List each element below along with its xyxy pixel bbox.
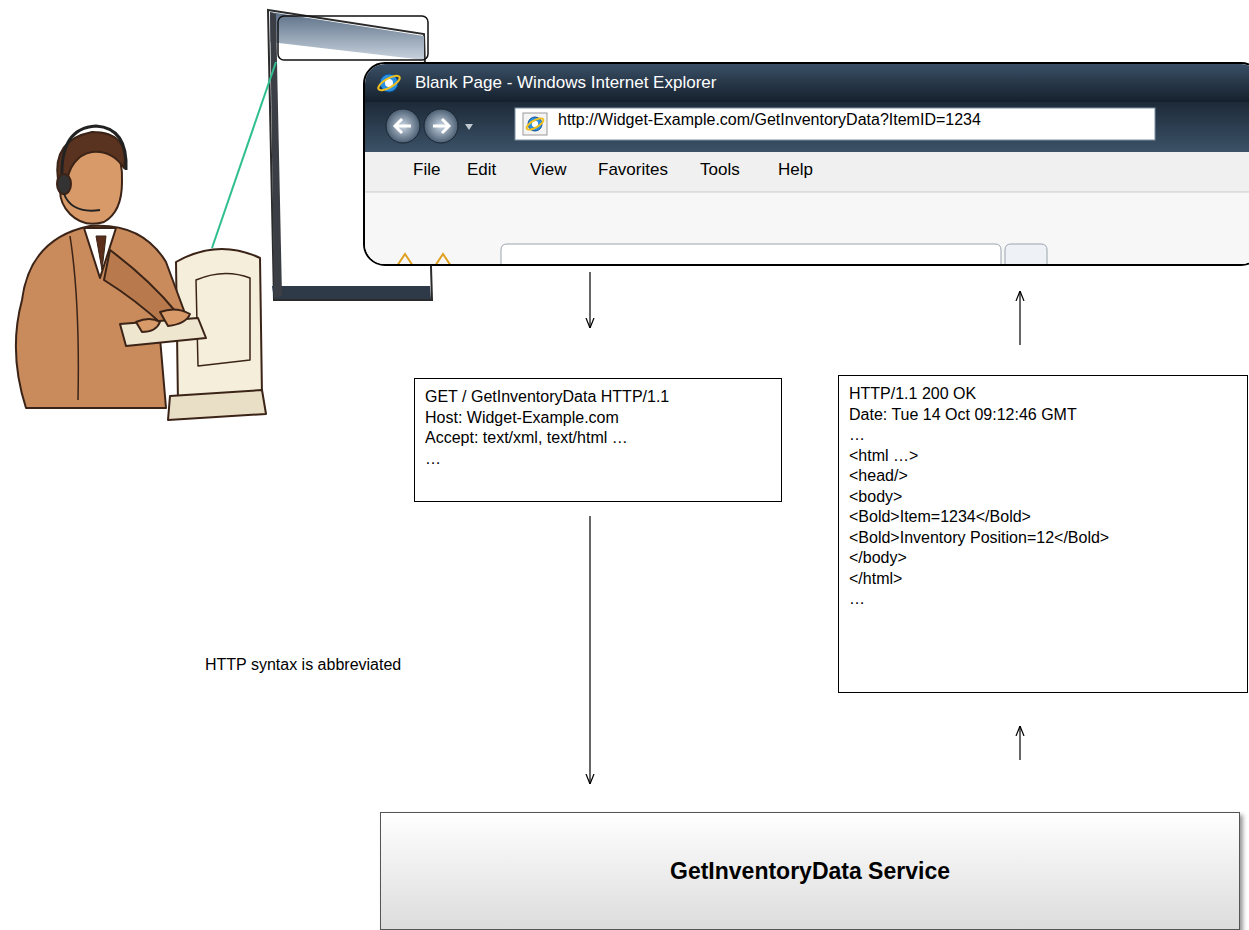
headset-mic (64, 194, 100, 211)
menu-item: View (530, 160, 567, 180)
window-title: Blank Page - Windows Internet Explorer (415, 73, 716, 93)
tie (96, 236, 106, 270)
page-icon (525, 116, 545, 132)
code-line: Accept: text/xml, text/html … (425, 428, 771, 449)
headset-band (62, 126, 126, 178)
code-line: <head/> (849, 466, 1237, 487)
code-line: Host: Widget-Example.com (425, 408, 771, 429)
code-line: … (849, 589, 1237, 610)
new-tab (1005, 244, 1047, 266)
code-line: </html> (849, 569, 1237, 590)
browser-icon (376, 73, 402, 93)
note: HTTP syntax is abbreviated (205, 656, 401, 674)
suit (16, 226, 186, 408)
code-line: <body> (849, 487, 1237, 508)
menu-divider (365, 192, 1249, 193)
toolbar (365, 193, 1249, 266)
tab (501, 244, 1001, 266)
menu-item: File (413, 160, 440, 180)
person-at-computer (16, 126, 266, 420)
hand (136, 319, 160, 332)
favorites-icons (397, 254, 451, 266)
title-bar (365, 64, 1249, 102)
menu-item: Tools (700, 160, 740, 180)
hand (160, 309, 190, 326)
http-request-box: GET / GetInventoryData HTTP/1.1Host: Wid… (414, 378, 782, 502)
leader-line (212, 62, 276, 248)
back-arrow (395, 119, 411, 133)
flow-arrow (589, 516, 590, 784)
browser-window-zoom: Blank Page - Windows Internet Explorer ht… (363, 62, 1249, 266)
flow-arrow (1019, 726, 1020, 760)
back-button (386, 109, 420, 143)
code-line: GET / GetInventoryData HTTP/1.1 (425, 387, 771, 408)
window-toolbar (270, 12, 424, 60)
page-icon (523, 113, 547, 135)
history-dropdown (465, 124, 473, 130)
menu-item: Help (778, 160, 813, 180)
code-line: Date: Tue 14 Oct 09:12:46 GMT (849, 405, 1237, 426)
forward-button (424, 109, 458, 143)
code-line: <Bold>Item=1234</Bold> (849, 507, 1237, 528)
code-line: <html …> (849, 446, 1237, 467)
window-taskbar (272, 286, 431, 299)
code-line: … (849, 425, 1237, 446)
zoom-highlight (278, 16, 428, 60)
window-edge (270, 12, 282, 298)
menu-bar (365, 152, 1249, 192)
service-name: GetInventoryData Service (670, 858, 950, 885)
address-field (515, 108, 1155, 140)
http-response-box: HTTP/1.1 200 OKDate: Tue 14 Oct 09:12:46… (838, 375, 1248, 693)
menu-item: Favorites (598, 160, 668, 180)
keyboard (120, 318, 206, 346)
address-url: http://Widget-Example.com/GetInventoryDa… (558, 111, 981, 129)
navigation-bar (365, 102, 1249, 152)
flow-arrow (589, 272, 590, 328)
code-line: HTTP/1.1 200 OK (849, 384, 1237, 405)
code-line: </body> (849, 548, 1237, 569)
monitor-panel (196, 273, 250, 366)
flow-arrow (1019, 291, 1020, 345)
service-box: GetInventoryData Service (380, 812, 1240, 930)
monitor-stand (168, 390, 266, 420)
code-line: … (425, 449, 771, 470)
headset-earpiece (57, 174, 71, 194)
forward-arrow (433, 119, 449, 133)
menu-item: Edit (467, 160, 496, 180)
suit-fold (70, 236, 78, 400)
code-line: <Bold>Inventory Position=12</Bold> (849, 528, 1237, 549)
